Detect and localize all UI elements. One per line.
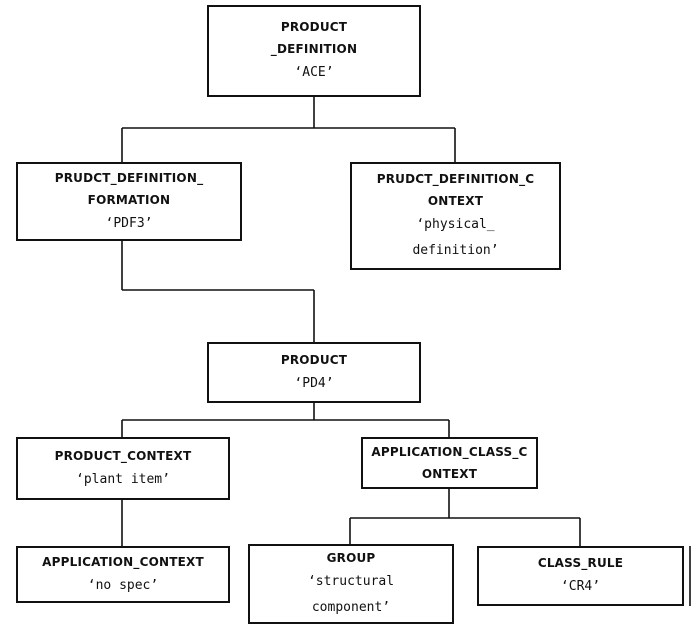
node-product-definition-formation: PRUDCT_DEFINITION_ FORMATION ‘PDF3’	[16, 162, 242, 241]
node-class-rule-title: CLASS_RULE	[537, 556, 624, 570]
node-application-class-context: APPLICATION_CLASS_C ONTEXT	[361, 437, 538, 489]
node-product-context-title: PRODUCT_CONTEXT	[54, 448, 192, 463]
node-product-definition-formation-value: ‘PDF3’	[105, 215, 153, 231]
node-class-rule: CLASS_RULE ‘CR4’	[477, 546, 684, 606]
node-product-definition-context-value: ‘physical_ definition’	[412, 217, 499, 258]
node-product-definition-value: ‘ACE’	[294, 65, 334, 80]
node-product-definition-context: PRUDCT_DEFINITION_C ONTEXT ‘physical_ de…	[350, 162, 561, 270]
node-product: PRODUCT ‘PD4’	[207, 342, 421, 403]
node-group-title: GROUP	[326, 551, 376, 565]
node-product-context-value: ‘plant item’	[76, 471, 170, 487]
node-application-context-title: APPLICATION_CONTEXT	[42, 554, 204, 569]
node-group-value: ‘structural component’	[307, 574, 395, 615]
node-product-context: PRODUCT_CONTEXT ‘plant item’	[16, 437, 230, 500]
node-product-definition-title: PRODUCT _DEFINITION	[270, 20, 358, 56]
node-product-definition-context-title: PRUDCT_DEFINITION_C ONTEXT	[376, 172, 535, 208]
node-application-class-context-title: APPLICATION_CLASS_C ONTEXT	[371, 445, 528, 481]
node-product-title: PRODUCT	[280, 352, 348, 367]
node-application-context-value: ‘no spec’	[87, 577, 159, 593]
node-product-definition: PRODUCT _DEFINITION ‘ACE’	[207, 5, 421, 97]
node-product-value: ‘PD4’	[294, 375, 334, 391]
node-class-rule-value: ‘CR4’	[560, 579, 601, 594]
node-product-definition-formation-title: PRUDCT_DEFINITION_ FORMATION	[54, 170, 204, 207]
node-group: GROUP ‘structural component’	[248, 544, 454, 624]
node-application-context: APPLICATION_CONTEXT ‘no spec’	[16, 546, 230, 603]
